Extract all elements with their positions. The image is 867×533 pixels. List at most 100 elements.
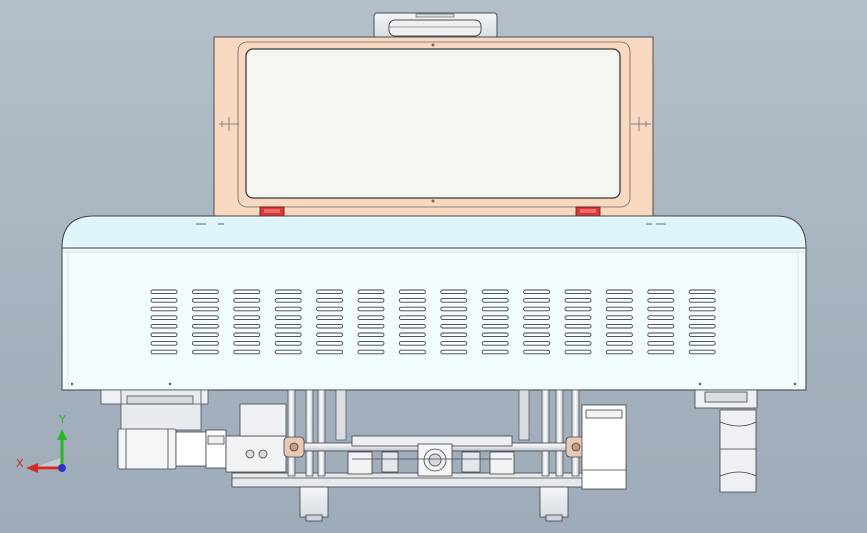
base-plate: [231, 472, 597, 488]
vent-slot: [150, 306, 178, 312]
vent-slot: [647, 298, 675, 303]
x-axis-label: X: [16, 457, 24, 470]
vent-slot: [233, 289, 261, 295]
vent-slot: [150, 323, 178, 329]
vent-slot: [274, 315, 302, 320]
vent-slot: [481, 332, 509, 338]
main-housing: [61, 215, 807, 391]
vent-slot: [398, 332, 426, 338]
vent-slot: [647, 332, 675, 338]
vent-slot: [605, 298, 633, 303]
vent-slot: [564, 298, 592, 303]
vent-slot: [191, 349, 219, 355]
vent-slot: [233, 349, 261, 355]
guide-rods: [287, 389, 580, 477]
vent-slot: [398, 323, 426, 329]
support-feet: [299, 486, 569, 522]
vent-slot: [688, 315, 716, 320]
vent-slot: [564, 323, 592, 329]
vent-slot: [274, 306, 302, 312]
vent-slot: [316, 315, 344, 320]
vent-slot: [357, 341, 385, 346]
vent-slot: [440, 332, 468, 338]
vent-slot: [233, 298, 261, 303]
vent-slot: [274, 341, 302, 346]
vent-slot: [191, 298, 219, 303]
side-roller: [719, 409, 757, 493]
vent-slot: [398, 341, 426, 346]
lid-panel: [213, 36, 654, 219]
vent-slot: [688, 349, 716, 355]
right-bracket: [694, 389, 758, 409]
x-axis-arrow-icon: [26, 463, 38, 473]
vent-slot: [274, 289, 302, 295]
vent-slot: [398, 349, 426, 355]
vent-slot: [688, 332, 716, 338]
vent-slot: [523, 323, 551, 329]
right-motor-block: [581, 404, 627, 490]
vent-slot: [316, 341, 344, 346]
vent-slot: [481, 289, 509, 295]
vent-slot: [274, 323, 302, 329]
vent-slot: [523, 315, 551, 320]
vent-slot: [150, 315, 178, 320]
vent-slot: [688, 298, 716, 303]
vent-slot: [605, 315, 633, 320]
vent-slot: [191, 323, 219, 329]
vent-slot: [233, 315, 261, 320]
vent-slot: [357, 298, 385, 303]
vent-slot: [605, 332, 633, 338]
vent-slot: [357, 332, 385, 338]
vent-slot: [440, 349, 468, 355]
vent-slot: [523, 349, 551, 355]
vent-slot: [688, 289, 716, 295]
z-axis-dot-icon: [58, 464, 66, 472]
vent-slot: [357, 315, 385, 320]
vent-slot: [191, 332, 219, 338]
vent-slot: [647, 323, 675, 329]
vent-slot: [481, 323, 509, 329]
vent-slot: [150, 332, 178, 338]
vent-slot: [647, 341, 675, 346]
vent-slot: [481, 349, 509, 355]
vent-slot: [191, 306, 219, 312]
y-axis-label: Y: [59, 413, 66, 426]
vent-slot: [440, 323, 468, 329]
vent-slot: [357, 349, 385, 355]
vent-slot: [191, 341, 219, 346]
vent-slot: [233, 306, 261, 312]
vent-slot: [564, 315, 592, 320]
vent-slot: [523, 332, 551, 338]
vent-slot: [440, 315, 468, 320]
vent-slot: [150, 289, 178, 295]
vent-slot: [605, 289, 633, 295]
vent-slot: [440, 306, 468, 312]
vent-slot: [191, 289, 219, 295]
vent-slot: [191, 315, 219, 320]
vent-slot: [398, 298, 426, 303]
vent-slot: [564, 306, 592, 312]
vent-slot: [605, 323, 633, 329]
vent-slot: [398, 289, 426, 295]
center-carriage: [347, 435, 515, 477]
vent-slot: [398, 315, 426, 320]
viewing-window: [245, 48, 621, 199]
vent-slot: [647, 289, 675, 295]
vent-slot: [688, 306, 716, 312]
vent-slot: [440, 298, 468, 303]
vent-slot: [357, 306, 385, 312]
axis-triad: [26, 429, 67, 473]
vent-slot: [316, 332, 344, 338]
vent-slot: [274, 349, 302, 355]
vent-slot: [316, 323, 344, 329]
vent-slot: [523, 341, 551, 346]
left-mount-block: [100, 389, 209, 431]
vent-slot: [564, 341, 592, 346]
vent-slot: [150, 341, 178, 346]
stepper-motor: [117, 403, 287, 473]
vent-slot: [564, 289, 592, 295]
vent-slot: [647, 315, 675, 320]
vent-slot: [440, 289, 468, 295]
